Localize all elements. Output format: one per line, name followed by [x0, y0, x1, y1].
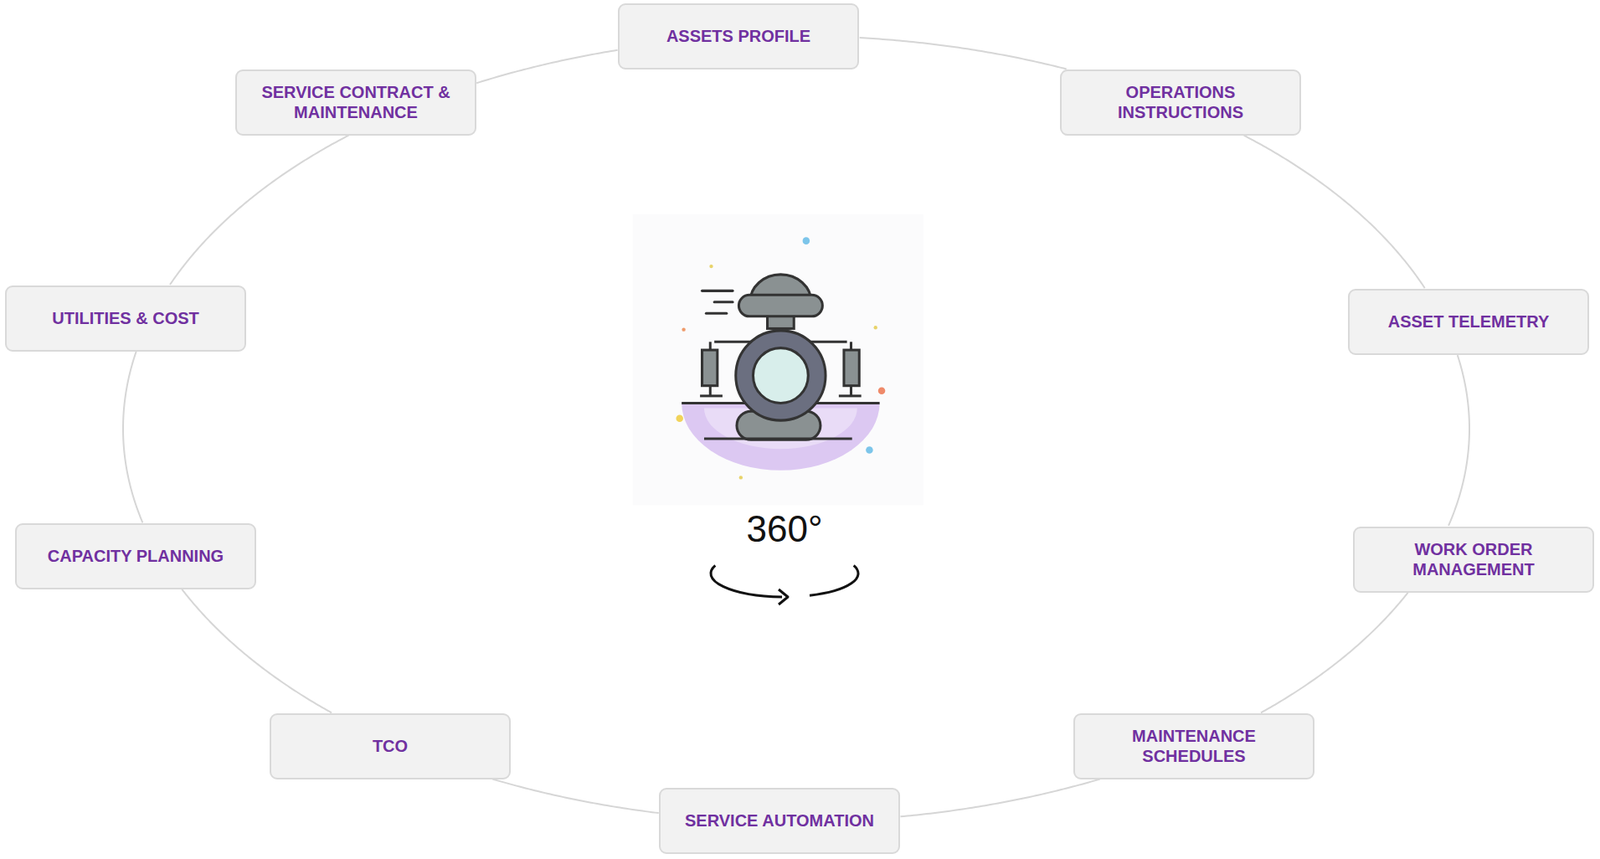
sparkle-dot — [709, 264, 713, 268]
robot-body — [735, 330, 826, 421]
sparkle-dot — [675, 414, 684, 422]
topic-box: WORK ORDER MANAGEMENT — [1353, 526, 1595, 593]
ring-connector — [859, 37, 1067, 69]
sparkle-dot — [878, 387, 886, 396]
rotation-arrow — [710, 565, 859, 605]
topic-box: CAPACITY PLANNING — [15, 523, 257, 590]
robot-figure — [632, 214, 924, 505]
arm-stand — [709, 385, 712, 397]
topic-box: SERVICE CONTRACT & MAINTENANCE — [235, 69, 477, 136]
robot-arm — [843, 349, 860, 386]
speed-line — [705, 312, 726, 315]
topic-label: SERVICE AUTOMATION — [684, 810, 875, 831]
rotation-arc — [710, 565, 782, 597]
ring-connector — [1260, 592, 1409, 714]
ring-connector — [1448, 354, 1470, 526]
ring-connector — [123, 351, 143, 524]
ring-connector — [169, 135, 349, 285]
sparkle-dot — [681, 327, 685, 331]
sparkle-dot — [865, 446, 874, 454]
sparkle-dot — [802, 236, 811, 245]
topic-box: ASSET TELEMETRY — [1347, 288, 1590, 355]
topic-label: SERVICE CONTRACT & MAINTENANCE — [259, 82, 453, 123]
arm-foot — [699, 394, 723, 397]
robot-window — [752, 348, 808, 404]
speed-line — [702, 289, 734, 293]
ring-connector — [900, 779, 1101, 818]
topic-box: ASSETS PROFILE — [617, 3, 860, 70]
topic-box: MAINTENANCE SCHEDULES — [1073, 713, 1315, 780]
icon-background — [632, 214, 924, 505]
speed-line — [714, 300, 733, 304]
ring-connector — [492, 779, 659, 814]
arm-foot — [838, 394, 862, 397]
topic-box: UTILITIES & COST — [5, 285, 247, 352]
rotation-arrowhead — [778, 589, 788, 605]
rotation-label: 360° — [745, 508, 823, 551]
robot-arm — [702, 349, 718, 386]
topic-label: UTILITIES & COST — [51, 308, 200, 329]
sparkle-dot — [874, 325, 878, 330]
topic-label: ASSETS PROFILE — [666, 25, 811, 47]
topic-label: OPERATIONS INSTRUCTIONS — [1084, 82, 1277, 123]
arm-stand — [849, 385, 853, 397]
ring-connector — [181, 589, 332, 714]
ring-connector — [1244, 135, 1426, 289]
topic-label: TCO — [372, 735, 408, 757]
robot-brim — [738, 294, 823, 317]
ring-connector — [476, 50, 618, 83]
topic-label: WORK ORDER MANAGEMENT — [1377, 539, 1570, 580]
ground-line — [704, 437, 853, 441]
topic-label: ASSET TELEMETRY — [1388, 311, 1550, 332]
topic-box: OPERATIONS INSTRUCTIONS — [1059, 69, 1302, 136]
topic-label: MAINTENANCE SCHEDULES — [1097, 725, 1291, 767]
rotation-arc — [809, 565, 859, 596]
topic-label: CAPACITY PLANNING — [47, 545, 224, 566]
topic-box: SERVICE AUTOMATION — [658, 787, 901, 855]
sparkle-dot — [739, 475, 743, 479]
topic-box: TCO — [269, 713, 511, 780]
